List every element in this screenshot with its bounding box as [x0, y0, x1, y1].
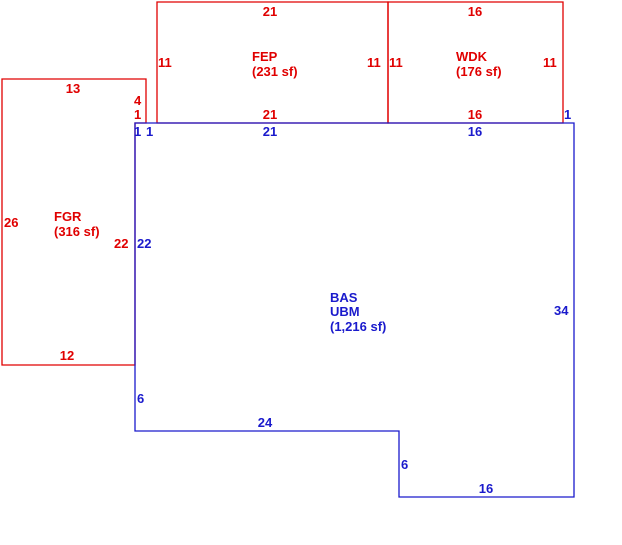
- fep-code: FEP: [252, 49, 278, 64]
- bas-dim-corner-1b: 1: [146, 124, 153, 139]
- fep-dim-left: 11: [158, 55, 172, 70]
- wdk-dim-left: 11: [389, 55, 403, 70]
- bas-dim-top-21: 21: [263, 124, 277, 139]
- bas-dim-bottom-24: 24: [258, 415, 273, 430]
- bas-dim-step-6: 6: [401, 457, 408, 472]
- fep-dim-bottom: 21: [263, 107, 277, 122]
- fgr-dim-left: 26: [4, 215, 18, 230]
- fgr-dim-top: 13: [66, 81, 80, 96]
- wdk-dim-right: 11: [543, 55, 557, 70]
- fgr-dim-bottom: 12: [60, 348, 74, 363]
- fgr-dim-step-4: 4: [134, 93, 142, 108]
- bas-dim-left-22: 22: [137, 236, 151, 251]
- bas-code: BAS: [330, 290, 358, 305]
- fep-dim-top: 21: [263, 4, 277, 19]
- bas-dim-left-6: 6: [137, 391, 144, 406]
- fep-dim-right: 11: [367, 55, 381, 70]
- fgr-code: FGR: [54, 209, 82, 224]
- fgr-dim-step-1: 1: [134, 107, 141, 122]
- bas-outline: [134, 122, 575, 498]
- bas-area: (1,216 sf): [330, 319, 386, 334]
- bas-dim-bottom-16: 16: [479, 481, 493, 496]
- wdk-dim-top: 16: [468, 4, 482, 19]
- fgr-area: (316 sf): [54, 224, 100, 239]
- wdk-area: (176 sf): [456, 64, 502, 79]
- bas-dim-top-16: 16: [468, 124, 482, 139]
- fep-area: (231 sf): [252, 64, 298, 79]
- fgr-dim-right: 22: [114, 236, 128, 251]
- wdk-code: WDK: [456, 49, 488, 64]
- bas-dim-right-34: 34: [554, 303, 569, 318]
- bas-dim-corner-1a: 1: [134, 124, 141, 139]
- bas-code-2: UBM: [330, 304, 360, 319]
- wdk-dim-corner: 1: [564, 107, 571, 122]
- wdk-dim-bottom: 16: [468, 107, 482, 122]
